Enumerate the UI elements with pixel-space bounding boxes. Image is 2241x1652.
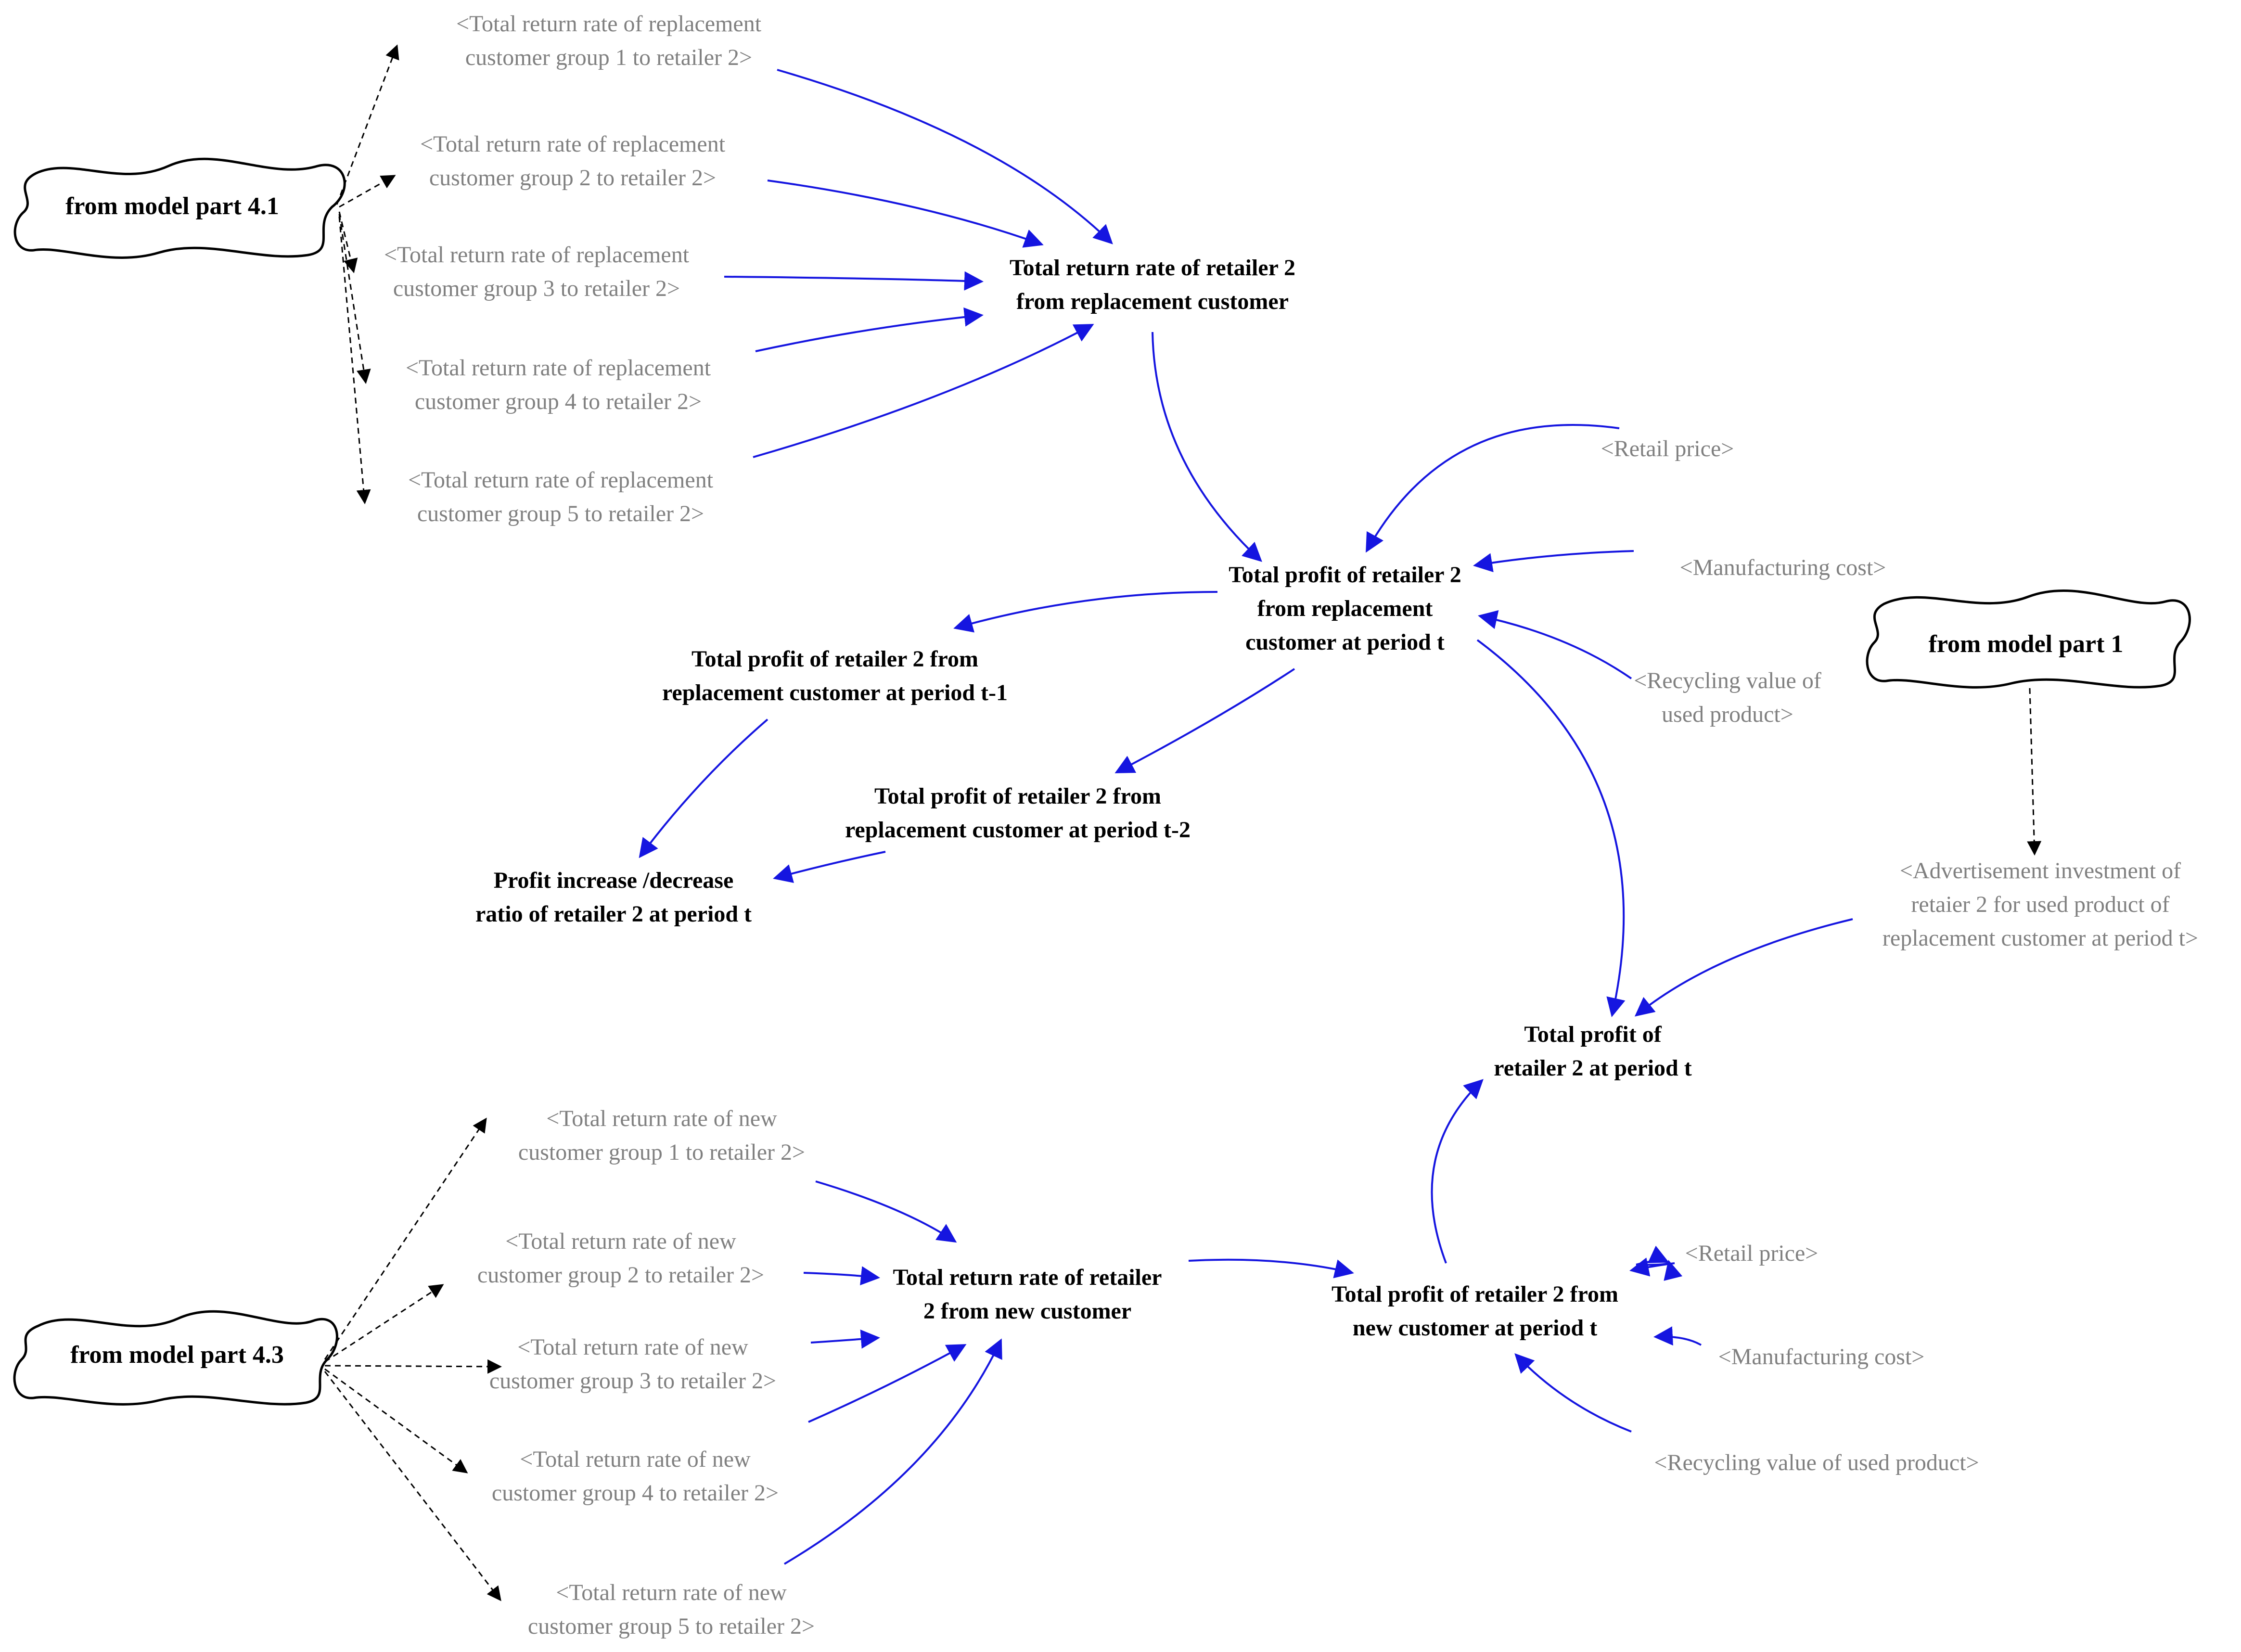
info-arrow <box>324 1117 487 1360</box>
info-arrow <box>338 216 371 504</box>
cloud-model-part-4-3: from model part 4.3 <box>13 1310 338 1406</box>
causal-arrow <box>1431 1079 1484 1264</box>
var-retail-price-2: <Retail price> <box>1685 1241 1818 1266</box>
causal-arrow <box>953 591 1218 633</box>
causal-arrow <box>1478 610 1632 679</box>
causal-arrow <box>1114 668 1295 773</box>
info-arrow <box>324 1359 502 1374</box>
cloud-label-1: from model part 1 <box>1929 630 2124 658</box>
causal-arrow <box>783 1338 1002 1565</box>
causal-arrow <box>815 1180 957 1243</box>
info-arrow <box>339 175 396 208</box>
causal-arrow <box>1653 1326 1702 1346</box>
info-arrows-1 <box>2027 688 2042 856</box>
cloud-label-4-1: from model part 4.1 <box>65 192 279 220</box>
causal-arrows-extra <box>1629 1257 1675 1277</box>
var-recycling-value-2: <Recycling value of used product> <box>1654 1450 1979 1475</box>
cloud-model-part-1: from model part 1 <box>1866 589 2191 689</box>
causal-arrow <box>1152 332 1262 562</box>
causal-arrow <box>1473 550 1634 573</box>
cloud-model-part-4-1: from model part 4.1 <box>13 157 346 259</box>
causal-arrow <box>753 324 1094 458</box>
info-arrow <box>338 214 371 384</box>
causal-arrow <box>1476 639 1626 1017</box>
causal-arrow <box>1629 1257 1675 1277</box>
causal-arrow <box>1188 1258 1354 1279</box>
causal-arrow <box>810 1329 880 1349</box>
causal-arrow <box>724 271 984 291</box>
causal-arrow <box>1514 1353 1632 1433</box>
causal-arrow <box>639 718 768 858</box>
info-arrow <box>324 1368 468 1473</box>
causal-arrow <box>808 1344 967 1423</box>
causal-arrow <box>803 1266 880 1286</box>
info-arrow <box>324 1371 501 1601</box>
cloud-label-4-3: from model part 4.3 <box>70 1341 284 1369</box>
info-arrow <box>324 1284 444 1363</box>
info-arrows-4-3 <box>324 1117 502 1601</box>
causal-arrow <box>1366 424 1620 553</box>
causal-arrows <box>639 69 1853 1565</box>
info-arrows-4-1 <box>336 44 399 504</box>
causal-arrow <box>767 179 1044 248</box>
var-retail-price-1: <Retail price> <box>1601 436 1734 461</box>
info-arrow <box>336 44 399 205</box>
causal-arrow <box>755 307 984 352</box>
var-manufacturing-cost-1: <Manufacturing cost> <box>1679 555 1886 580</box>
info-arrow <box>338 211 358 273</box>
causal-arrow <box>1634 918 1853 1017</box>
causal-arrow <box>777 69 1113 244</box>
info-arrow <box>2027 688 2042 856</box>
var-manufacturing-cost-2: <Manufacturing cost> <box>1718 1344 1925 1370</box>
causal-arrow <box>773 851 886 883</box>
